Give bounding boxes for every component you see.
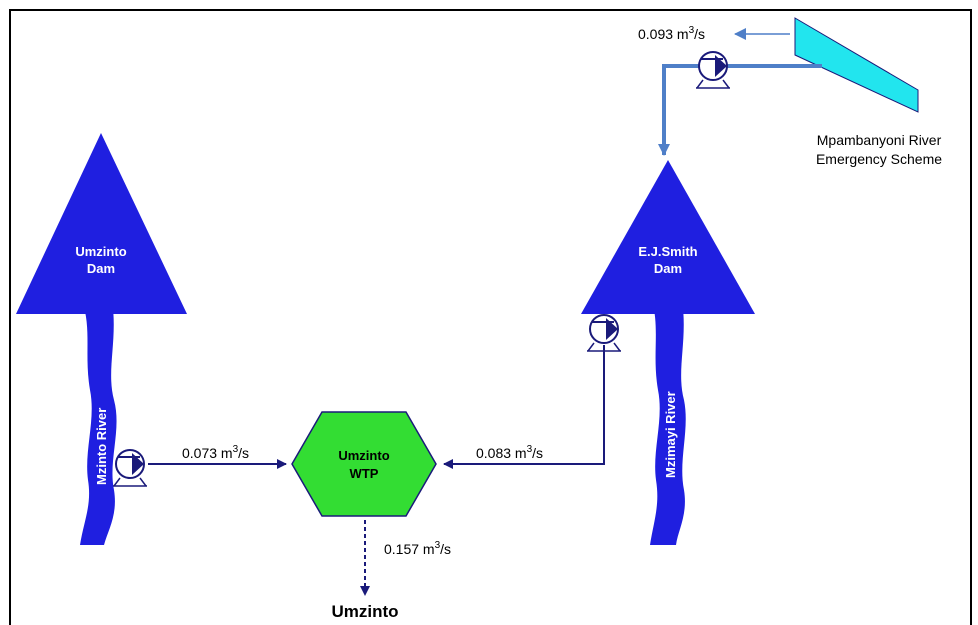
- flow-label-mzinto: 0.073 m3/s: [182, 444, 249, 461]
- emergency-transfer-to-dam: [658, 64, 700, 156]
- ejsmith-dam-label-1: E.J.Smith: [638, 244, 697, 259]
- destination-label: Umzinto: [331, 602, 398, 621]
- umzinto-dam: [16, 133, 187, 314]
- mzinto-river-label: Mzinto River: [94, 408, 109, 485]
- wtp-label-2: WTP: [350, 466, 379, 481]
- wtp-label-1: Umzinto: [338, 448, 389, 463]
- umzinto-wtp: [291, 411, 437, 517]
- diagram-frame: [9, 9, 972, 625]
- pump-icon: [696, 51, 730, 89]
- flow-label-emergency: 0.093 m3/s: [638, 25, 705, 42]
- pump-icon: [587, 314, 621, 352]
- umzinto-dam-label-1: Umzinto: [75, 244, 126, 259]
- ejsmith-dam-label-2: Dam: [654, 261, 682, 276]
- mzimayi-river-label: Mzimayi River: [663, 391, 678, 478]
- umzinto-dam-label-2: Dam: [87, 261, 115, 276]
- flow-label-ejsmith: 0.083 m3/s: [476, 444, 543, 461]
- mzimayi-river: [650, 300, 686, 545]
- emergency-scheme-label-1: Mpambanyoni River: [817, 132, 942, 148]
- ejsmith-dam: [581, 160, 755, 314]
- mzinto-river: [80, 300, 117, 545]
- flow-label-wtp-to-town: 0.157 m3/s: [384, 540, 451, 557]
- emergency-canal: [794, 17, 919, 113]
- emergency-scheme-label-2: Emergency Scheme: [816, 151, 942, 167]
- pump-icon: [113, 449, 147, 487]
- pipe-ejsmith-to-wtp: [443, 345, 605, 469]
